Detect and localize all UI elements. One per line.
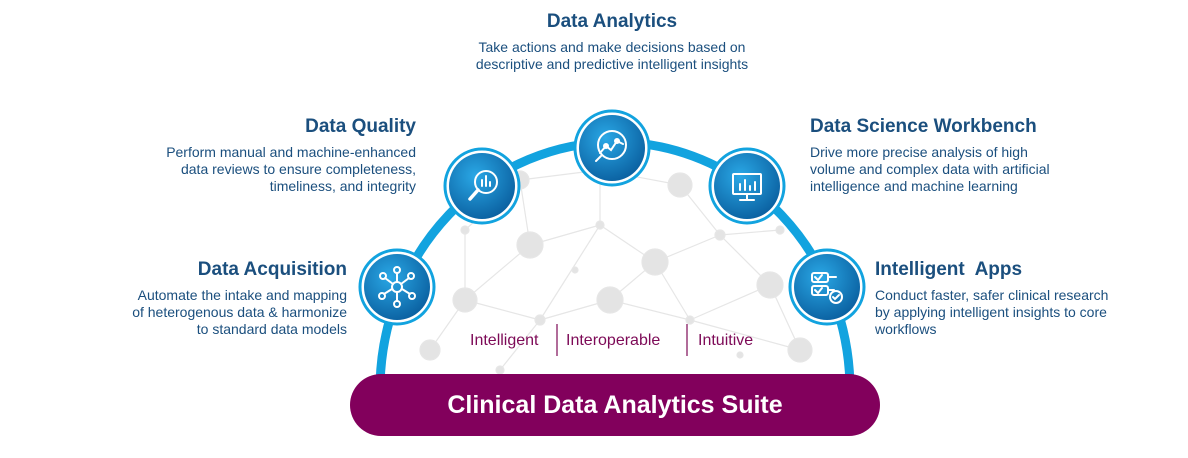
monitor-chart-icon bbox=[732, 173, 762, 201]
pillar-interoperable: Interoperable bbox=[566, 332, 661, 349]
node-desc-line: by applying intelligent insights to core bbox=[875, 304, 1107, 320]
node-desc-line: volume and complex data with artificial bbox=[810, 161, 1050, 177]
node-title: Data Science Workbench bbox=[810, 116, 1037, 137]
node-title: Data Acquisition bbox=[197, 259, 347, 280]
node-desc-line: Perform manual and machine-enhanced bbox=[166, 144, 416, 160]
magnifier-bar-chart-icon bbox=[468, 170, 498, 201]
node-desc-line: of heterogenous data & harmonize bbox=[132, 304, 347, 320]
node-desc-line: Drive more precise analysis of high bbox=[810, 144, 1028, 160]
node-desc-line: workflows bbox=[875, 321, 937, 337]
node-desc-line: data reviews to ensure completeness, bbox=[180, 161, 416, 177]
node-intelligent-apps: Intelligent Apps Conduct faster, safer c… bbox=[875, 259, 1175, 338]
node-title: Data Quality bbox=[305, 116, 416, 137]
chart-magnifier-icon bbox=[595, 130, 627, 162]
node-data-science-workbench: Data Science Workbench Drive more precis… bbox=[810, 116, 1150, 195]
node-desc-line: Automate the intake and mapping bbox=[137, 287, 347, 303]
node-title: Intelligent Apps bbox=[875, 259, 1023, 280]
node-desc-line: to standard data models bbox=[196, 321, 347, 337]
node-data-analytics: Data Analytics Take actions and make dec… bbox=[394, 11, 830, 73]
node-circle-data-science-workbench bbox=[708, 147, 786, 225]
node-circle-data-acquisition bbox=[358, 248, 436, 326]
node-title: Data Analytics bbox=[546, 11, 678, 32]
node-data-quality: Data Quality Perform manual and machine-… bbox=[96, 116, 416, 195]
pillar-intuitive: Intuitive bbox=[698, 332, 754, 349]
checklist-icon bbox=[811, 272, 843, 304]
suite-bar: Clinical Data Analytics Suite bbox=[350, 374, 880, 436]
node-desc-line: Conduct faster, safer clinical research bbox=[875, 287, 1109, 303]
node-circle-data-quality bbox=[443, 147, 521, 225]
network-hub-icon bbox=[378, 266, 416, 308]
node-data-acquisition: Data Acquisition Automate the intake and… bbox=[60, 259, 347, 338]
node-circle-data-analytics bbox=[573, 109, 651, 187]
node-desc-line: descriptive and predictive intelligent i… bbox=[475, 56, 749, 72]
node-circle-intelligent-apps bbox=[788, 248, 866, 326]
node-desc-line: Take actions and make decisions based on bbox=[478, 39, 746, 55]
pillar-intelligent: Intelligent bbox=[470, 332, 539, 349]
node-desc-line: timeliness, and integrity bbox=[269, 178, 416, 194]
node-desc-line: intelligence and machine learning bbox=[810, 178, 1018, 194]
